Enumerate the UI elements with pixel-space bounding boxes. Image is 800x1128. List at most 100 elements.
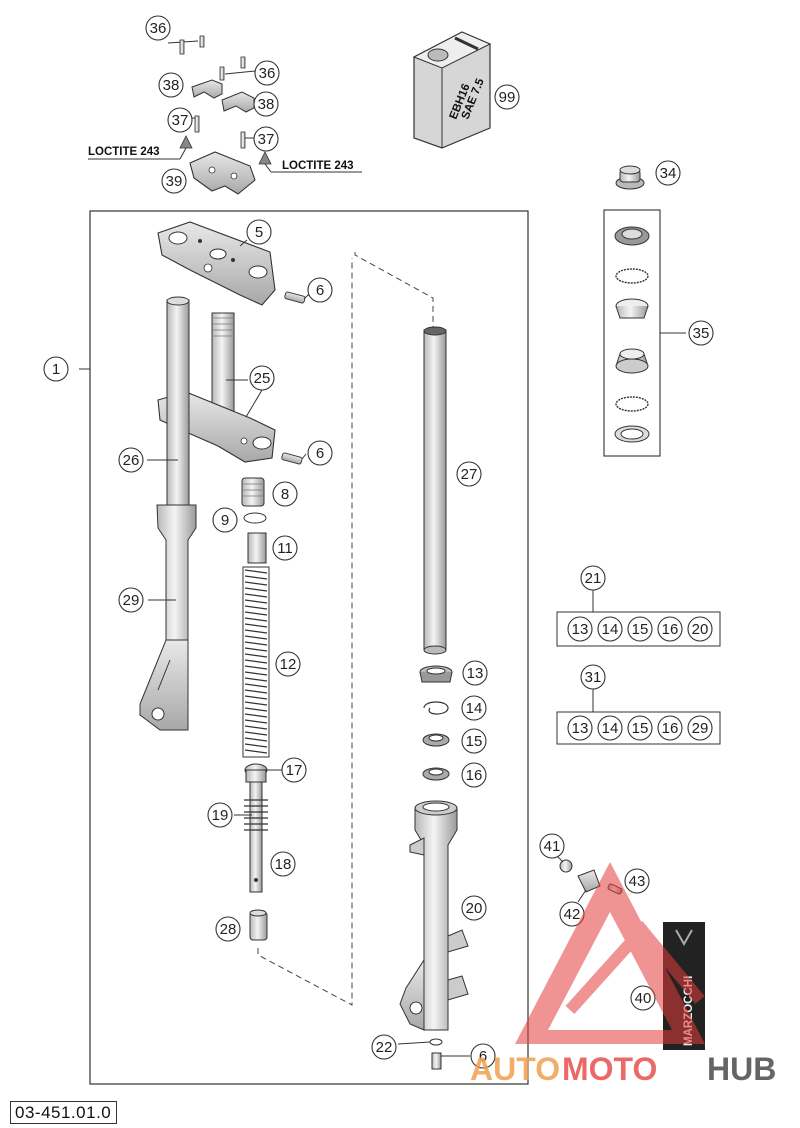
kit-31-item: 29: [687, 715, 713, 741]
callout-number: 16: [466, 767, 483, 784]
callout-circle: [212, 507, 238, 533]
callout-circle: [307, 277, 333, 303]
callout-circle: [456, 461, 482, 487]
callout-29: 29: [118, 587, 144, 613]
callout-6b: 6: [307, 440, 333, 466]
callout-number: 35: [693, 325, 710, 342]
callout-circle: [272, 481, 298, 507]
plug-8-drawing: [241, 477, 265, 507]
callout-number: 36: [150, 20, 167, 37]
callout-number: 6: [479, 1048, 487, 1065]
callout-16: 16: [461, 762, 487, 788]
kit-item-circle: [657, 715, 683, 741]
kit-item-circle: [627, 616, 653, 642]
callout-circle: [470, 1043, 496, 1069]
callout-circle: [630, 985, 656, 1011]
kit-21-item: 20: [687, 616, 713, 642]
callout-number: 9: [221, 512, 229, 529]
callout-42: 42: [559, 901, 585, 927]
callout-circle: [145, 15, 171, 41]
callout-38b: 38: [253, 91, 279, 117]
kit-21-box: [556, 611, 721, 647]
callout-25: 25: [249, 365, 275, 391]
outer-leg-20-drawing: [399, 800, 469, 1031]
callout-number: 18: [275, 856, 292, 873]
callout-15: 15: [461, 728, 487, 754]
callout-35: 35: [688, 320, 714, 346]
callout-number: 19: [212, 807, 229, 824]
callout-circle: [461, 728, 487, 754]
callout-1: 1: [43, 356, 69, 382]
valve-17-drawing: [244, 763, 268, 783]
fork-assembly-frame: [89, 210, 529, 1085]
kit-21-item: 16: [657, 616, 683, 642]
kit-item-number: 15: [632, 621, 649, 638]
kit-21-item: 14: [597, 616, 623, 642]
bushing-28-drawing: [249, 909, 268, 941]
callout-number: 39: [166, 173, 183, 190]
callout-circle: [167, 107, 193, 133]
callout-circle: [688, 320, 714, 346]
watermark-text-auto: AUTO: [470, 1051, 560, 1087]
callout-circle: [215, 916, 241, 942]
callout-number: 38: [258, 96, 275, 113]
kit-item-circle: [627, 715, 653, 741]
loctite-label-left: LOCTITE 243: [88, 146, 160, 158]
callout-circle: [281, 757, 307, 783]
kit-21-item: 13: [567, 616, 593, 642]
kit-item-number: 16: [662, 720, 679, 737]
fork-tube-26-drawing: [166, 296, 190, 511]
callout-circle: [655, 160, 681, 186]
clamp-38b-drawing: [221, 91, 255, 113]
callout-31: 31: [580, 664, 606, 690]
callout-number: 21: [585, 570, 602, 587]
clamp-38a-drawing: [191, 79, 223, 99]
callout-circle: [461, 895, 487, 921]
callout-number: 13: [467, 665, 484, 682]
callout-number: 6: [316, 282, 324, 299]
kit-item-number: 20: [692, 621, 709, 638]
callout-number: 34: [660, 165, 677, 182]
callout-number: 42: [564, 906, 581, 923]
callout-11: 11: [272, 535, 298, 561]
callout-20: 20: [461, 895, 487, 921]
bolt-6c-drawing: [431, 1052, 470, 1070]
kit-item-circle: [597, 715, 623, 741]
seal-13-drawing: [419, 665, 453, 683]
callout-26: 26: [118, 447, 144, 473]
spring-12-drawing: [242, 566, 270, 758]
callout-circle: [275, 651, 301, 677]
callout-6a: 6: [307, 277, 333, 303]
callout-number: 17: [286, 762, 303, 779]
bearing-set-35-frame: [603, 209, 661, 457]
callout-36b: 36: [254, 60, 280, 86]
washer-15-drawing: [422, 733, 450, 747]
callout-number: 12: [280, 656, 297, 673]
callout-18: 18: [270, 851, 296, 877]
callout-6c: 6: [470, 1043, 496, 1069]
callout-9: 9: [212, 507, 238, 533]
callout-circle: [118, 587, 144, 613]
loctite-label-right: LOCTITE 243: [282, 160, 354, 172]
callout-circle: [371, 1034, 397, 1060]
callout-22: 22: [371, 1034, 397, 1060]
kit-31-item: 14: [597, 715, 623, 741]
kit-item-circle: [567, 616, 593, 642]
kit-item-number: 29: [692, 720, 709, 737]
nut-41-drawing: [556, 855, 573, 873]
cap-34-drawing: [615, 165, 645, 190]
callout-40: 40: [630, 985, 656, 1011]
screw-36a-drawing: [167, 35, 205, 55]
callout-circle: [43, 356, 69, 382]
callout-12: 12: [275, 651, 301, 677]
callout-99: 99: [494, 84, 520, 110]
callout-circle: [118, 447, 144, 473]
oil-container-drawing: [412, 31, 492, 149]
callout-number: 99: [499, 89, 516, 106]
callout-14: 14: [461, 695, 487, 721]
callout-43: 43: [624, 868, 650, 894]
callout-number: 41: [544, 838, 561, 855]
kit-item-number: 16: [662, 621, 679, 638]
callout-19: 19: [207, 802, 233, 828]
callout-circle: [207, 802, 233, 828]
